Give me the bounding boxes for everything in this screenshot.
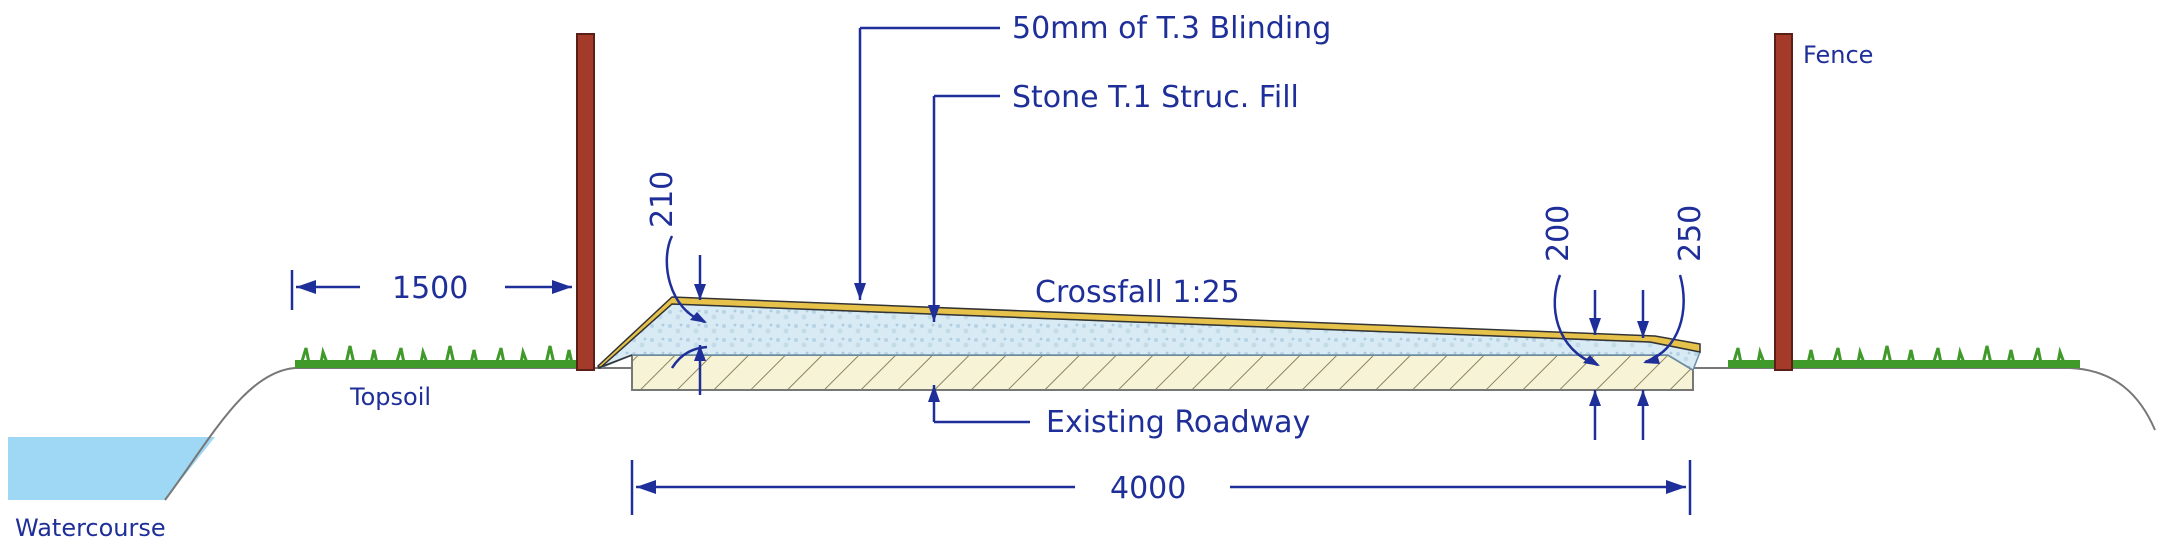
dimension-1500 <box>290 270 572 310</box>
label-fence: Fence <box>1803 41 1873 69</box>
dimension-4000 <box>630 460 1692 515</box>
label-structural-fill: Stone T.1 Struc. Fill <box>1012 80 1299 115</box>
label-topsoil: Topsoil <box>349 383 431 411</box>
leader-blinding <box>854 26 1000 300</box>
label-watercourse: Watercourse <box>15 514 166 542</box>
leader-existing-roadway <box>928 385 1030 424</box>
fence-post-left <box>576 33 595 371</box>
label-existing-roadway: Existing Roadway <box>1046 405 1310 440</box>
existing-roadway-layer <box>631 354 1694 391</box>
label-blinding: 50mm of T.3 Blinding <box>1012 11 1331 46</box>
dimension-250-label: 250 <box>1673 205 1708 262</box>
fence-post-right <box>1774 33 1793 371</box>
grass-right <box>1728 345 2080 369</box>
ground-line <box>164 367 2156 501</box>
dimension-200-label: 200 <box>1541 205 1576 262</box>
dimension-1500-label: 1500 <box>392 271 468 306</box>
left-embankment-edge <box>597 354 633 369</box>
watercourse-water <box>8 437 215 500</box>
dimension-200-250-markers <box>1553 274 1685 440</box>
dimension-210-label: 210 <box>645 171 680 228</box>
label-crossfall: Crossfall 1:25 <box>1035 275 1240 310</box>
dimension-4000-label: 4000 <box>1110 471 1186 506</box>
grass-left <box>295 345 585 369</box>
leader-structural-fill <box>928 94 1000 322</box>
blinding-layer <box>596 296 1701 370</box>
dimension-210-markers <box>665 235 708 395</box>
